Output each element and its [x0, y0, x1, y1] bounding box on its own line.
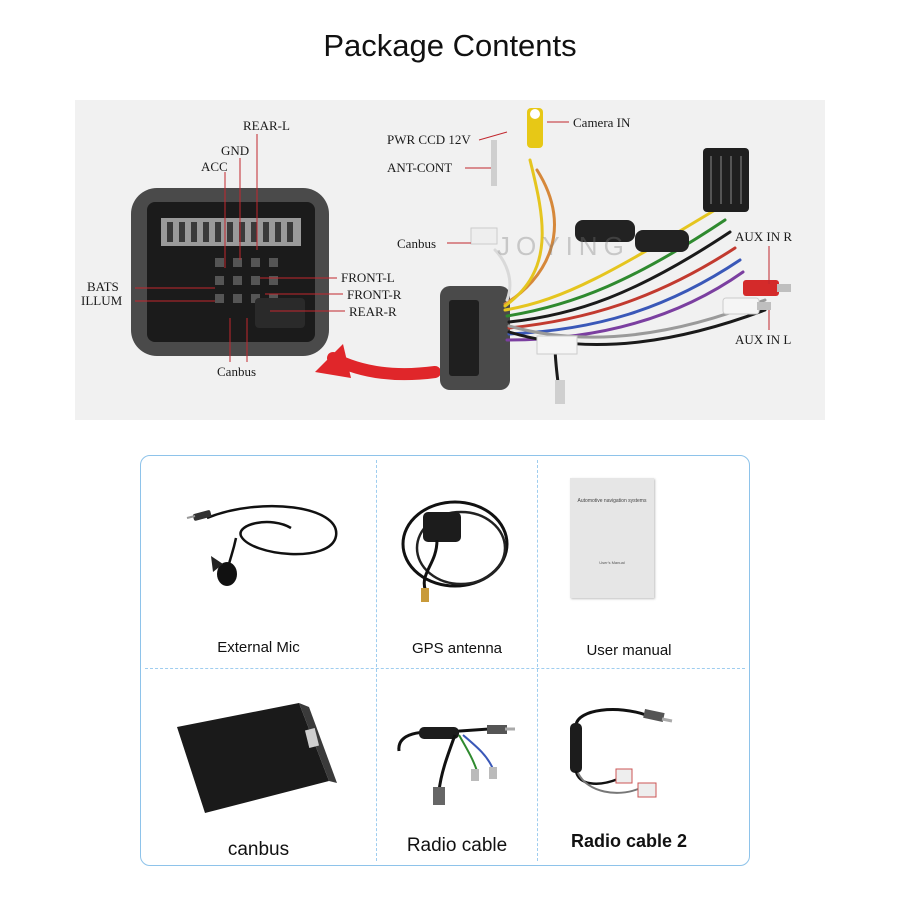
label-aux-in-r: AUX IN R: [735, 229, 793, 244]
microphone-icon: [186, 504, 338, 586]
grid-divider: [537, 460, 538, 861]
radio-cable-icon: [397, 725, 515, 805]
label-front-l: FRONT-L: [341, 270, 395, 285]
red-arrow-icon: [315, 344, 351, 378]
aux-in-l-plug: [722, 297, 760, 315]
label-aux-in-l: AUX IN L: [735, 332, 792, 347]
aux-in-r-plug: [743, 280, 779, 296]
label-rear-r: REAR-R: [349, 304, 397, 319]
booklet-subtitle: User's Manual: [599, 560, 625, 565]
label-illum: ILLUM: [81, 293, 123, 308]
label-pwr-ccd: PWR CCD 12V: [387, 132, 471, 147]
wiring-illustration: [131, 108, 791, 404]
item-label: Radio cable 2: [570, 831, 688, 851]
label-front-r: FRONT-R: [347, 287, 402, 302]
canbus-box-icon: [177, 703, 337, 813]
page-title: Package Contents: [323, 28, 577, 63]
watermark-text: JOYING: [497, 231, 630, 261]
package-contents-grid: External Mic GPS antenna Automotive navi…: [140, 455, 750, 866]
label-canbus-connector: Canbus: [217, 364, 256, 379]
item-label: canbus: [227, 839, 290, 860]
label-gnd: GND: [221, 143, 250, 158]
label-canbus-harness: Canbus: [397, 236, 436, 251]
item-label: External Mic: [217, 639, 300, 656]
label-camera-in: Camera IN: [573, 115, 631, 130]
label-acc: ACC: [201, 159, 228, 174]
item-gps-antenna: GPS antenna: [377, 456, 537, 668]
booklet-title: Automotive navigation systems: [577, 498, 647, 504]
camera-in-plug: [527, 108, 543, 148]
item-radio-cable-2: Radio cable 2: [538, 669, 748, 865]
label-bats: BATS: [87, 279, 119, 294]
grid-divider: [145, 668, 745, 669]
item-user-manual: Automotive navigation systems User's Man…: [538, 456, 748, 668]
manual-booklet-icon: Automotive navigation systems User's Man…: [570, 478, 654, 598]
grid-divider: [376, 460, 377, 861]
label-ant-cont: ANT-CONT: [387, 160, 453, 175]
power-connector: [703, 148, 749, 212]
item-canbus: canbus: [141, 669, 376, 865]
radio-cable-2-icon: [570, 708, 673, 798]
gps-antenna-icon: [401, 500, 509, 602]
label-rear-l: REAR-L: [243, 118, 290, 133]
item-label: Radio cable: [406, 835, 508, 856]
item-radio-cable: Radio cable: [377, 669, 537, 865]
item-label: GPS antenna: [411, 640, 503, 657]
item-label: User manual: [586, 642, 672, 659]
wiring-harness-photo: JOYING REAR-L GND ACC BATS ILLUM FRONT-L…: [75, 100, 825, 420]
item-external-mic: External Mic: [141, 456, 376, 668]
